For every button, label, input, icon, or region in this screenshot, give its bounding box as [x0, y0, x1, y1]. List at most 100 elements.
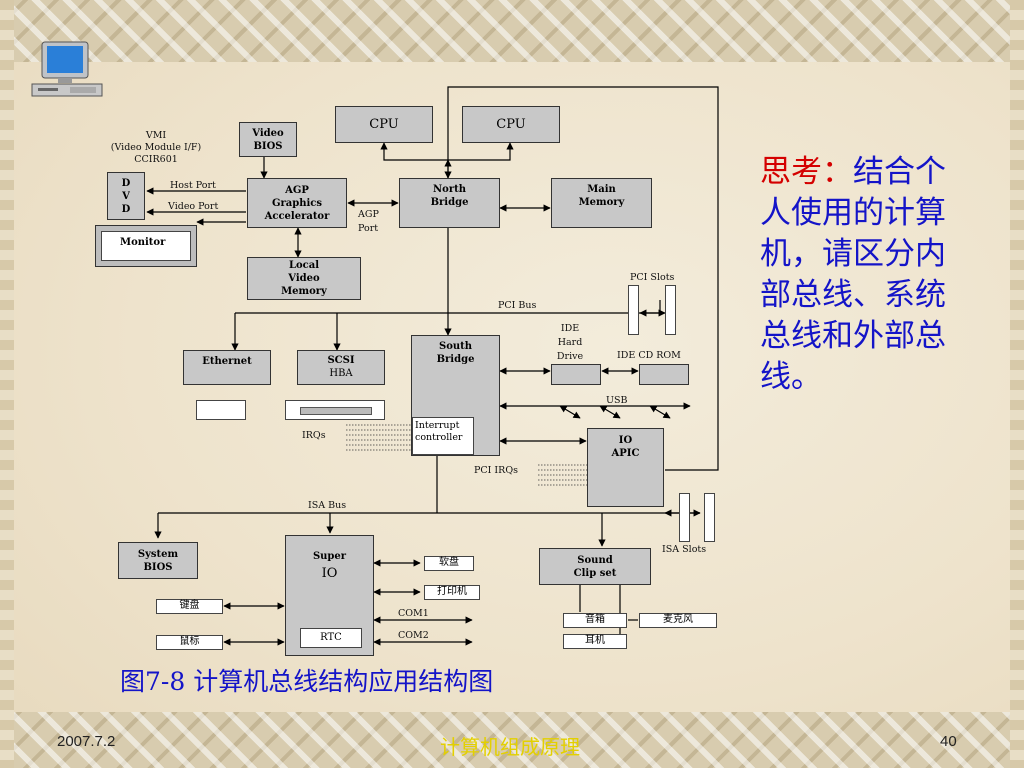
isa-slots-label: ISA Slots	[662, 544, 707, 555]
irqs-label: IRQs	[302, 430, 326, 441]
north-bridge-line-2: Bridge	[430, 197, 469, 208]
ethernet-connector	[196, 400, 246, 420]
side-note-body: 结合个人使用的计算机，请区分内部总线、系统总线和外部总线。	[760, 154, 946, 395]
isa-slot-1	[679, 493, 690, 542]
usb-label: USB	[606, 395, 628, 406]
ide-hard-drive-box	[551, 364, 601, 385]
agp-line-2: Graphics	[271, 197, 323, 209]
headphone-label: 耳机	[585, 635, 605, 646]
sound-line-1: Sound	[577, 554, 613, 566]
ethernet-label: Ethernet	[202, 356, 252, 367]
monitor-box: Monitor	[95, 225, 197, 267]
interrupt-controller-box: Interrupt controller	[412, 417, 474, 455]
computer-icon	[31, 41, 103, 97]
right-ornament-border	[1010, 0, 1024, 768]
footer-page-number: 40	[940, 733, 957, 750]
pci-slot-1	[628, 285, 639, 335]
local-video-memory-line-2: Video	[288, 273, 320, 284]
printer-box: 打印机	[424, 585, 480, 600]
headphone-box: 耳机	[563, 634, 627, 649]
side-note-head: 思考：	[760, 154, 853, 190]
pci-irqs-label: PCI IRQs	[474, 465, 519, 476]
ide-hard-drive-label: IDE Hard Drive	[548, 322, 592, 364]
vmi-line-3: CCIR601	[134, 154, 178, 165]
local-video-memory-box: Local Video Memory	[247, 257, 361, 300]
isa-bus-label: ISA Bus	[308, 500, 347, 511]
com1-label: COM1	[398, 608, 429, 619]
dvd-box: D V D	[107, 172, 145, 220]
interrupt-controller-line-2: controller	[415, 432, 463, 443]
monitor-label: Monitor	[120, 237, 166, 248]
vmi-line-1: VMI	[145, 130, 167, 141]
ide-hard-drive-line-3: Drive	[556, 351, 584, 362]
dvd-line-3: D	[121, 203, 131, 215]
ide-cd-rom-box	[639, 364, 689, 385]
sound-line-2: Clip set	[573, 567, 617, 579]
side-note: 思考：结合个人使用的计算机，请区分内部总线、系统总线和外部总线。	[760, 152, 975, 398]
pci-slots-label: PCI Slots	[630, 272, 675, 283]
rtc-box: RTC	[300, 628, 362, 648]
video-bios-line-2: BIOS	[253, 140, 283, 152]
microphone-label: 麦克风	[663, 614, 693, 625]
vmi-label: VMI (Video Module I/F) CCIR601	[92, 130, 220, 166]
scsi-connector-slot	[300, 407, 372, 415]
ethernet-box: Ethernet	[183, 350, 271, 385]
mouse-label: 鼠标	[179, 636, 200, 647]
video-port-label: Video Port	[168, 201, 219, 212]
cpu-1-label: CPU	[369, 117, 399, 132]
host-port-label: Host Port	[170, 180, 216, 191]
scsi-line-2: HBA	[329, 368, 353, 379]
ide-cd-rom-label: IDE CD ROM	[617, 350, 681, 361]
south-bridge-line-1: South	[438, 341, 473, 352]
footer-date: 2007.7.2	[57, 733, 116, 750]
agp-line-1: AGP	[285, 184, 309, 196]
floppy-box: 软盘	[424, 556, 474, 571]
scsi-box: SCSI HBA	[297, 350, 385, 385]
super-io-line-1: Super	[312, 551, 347, 562]
main-memory-box: Main Memory	[551, 178, 652, 228]
top-ornament-border	[0, 0, 1024, 62]
super-io-line-2: IO	[321, 566, 338, 581]
interrupt-controller-line-1: Interrupt	[415, 420, 460, 431]
speaker-box: 音箱	[563, 613, 627, 628]
isa-slot-2	[704, 493, 715, 542]
com2-label: COM2	[398, 630, 429, 641]
agp-port-line-1: AGP	[358, 209, 379, 220]
scsi-connector	[285, 400, 385, 420]
pci-bus-label: PCI Bus	[498, 300, 537, 311]
system-bios-line-2: BIOS	[143, 561, 173, 573]
cpu-2-box: CPU	[462, 106, 560, 143]
bottom-ornament-border	[0, 712, 1024, 768]
north-bridge-line-1: North	[433, 184, 466, 195]
system-bios-box: System BIOS	[118, 542, 198, 579]
local-video-memory-line-1: Local	[288, 260, 320, 271]
pci-slot-2	[665, 285, 676, 335]
io-apic-box: IO APIC	[587, 428, 664, 507]
vmi-line-2: (Video Module I/F)	[110, 142, 202, 153]
figure-caption: 图7-8 计算机总线结构应用结构图	[120, 667, 494, 696]
ide-hard-drive-line-2: Hard	[557, 337, 583, 348]
io-apic-line-1: IO	[618, 435, 633, 446]
keyboard-box: 键盘	[156, 599, 223, 614]
ide-hard-drive-line-1: IDE	[560, 323, 580, 334]
video-bios-box: Video BIOS	[239, 122, 297, 157]
main-memory-line-2: Memory	[578, 197, 625, 208]
scsi-line-1: SCSI	[327, 355, 355, 366]
agp-box: AGP Graphics Accelerator	[247, 178, 347, 228]
left-ornament-border	[0, 0, 14, 768]
dvd-line-1: D	[121, 177, 131, 189]
mouse-box: 鼠标	[156, 635, 223, 650]
agp-line-3: Accelerator	[264, 210, 330, 222]
io-apic-line-2: APIC	[611, 448, 640, 459]
cpu-2-label: CPU	[496, 117, 526, 132]
video-bios-line-1: Video	[252, 127, 284, 139]
keyboard-label: 键盘	[179, 600, 200, 611]
printer-label: 打印机	[437, 586, 467, 597]
agp-port-label: AGP Port	[358, 208, 379, 236]
sound-box: Sound Clip set	[539, 548, 651, 585]
rtc-label: RTC	[320, 632, 342, 643]
floppy-label: 软盘	[439, 557, 459, 568]
monitor-screen: Monitor	[101, 231, 191, 261]
